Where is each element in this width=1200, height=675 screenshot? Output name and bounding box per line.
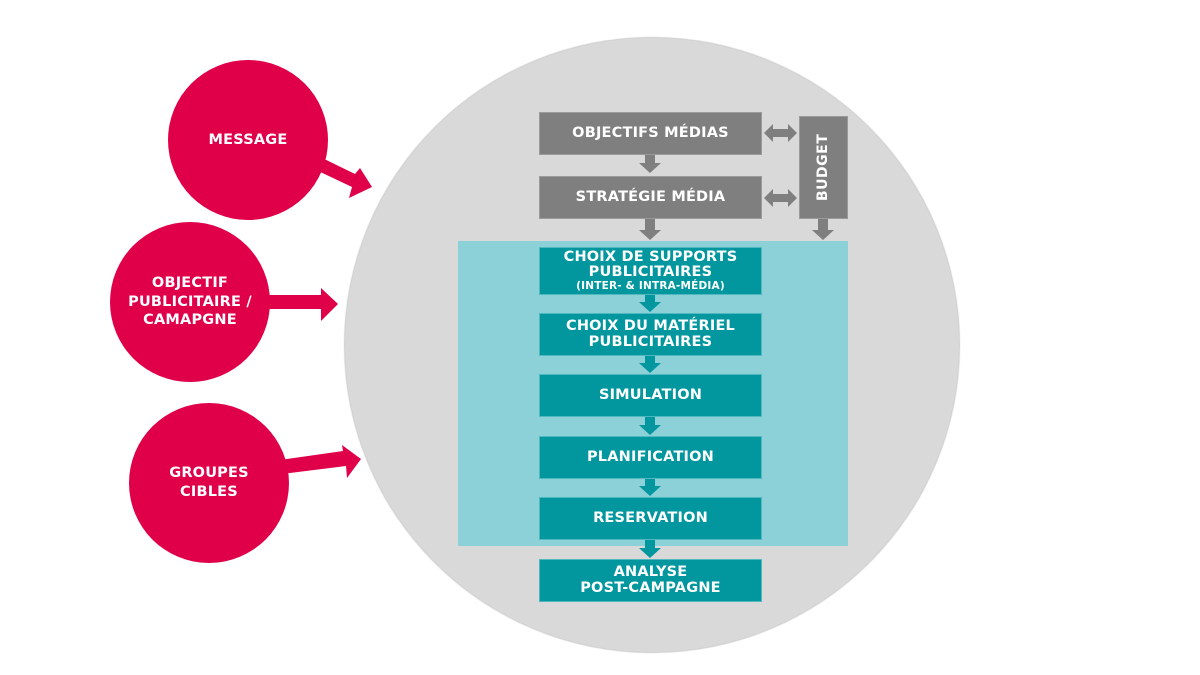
groupes-arrow-icon [280, 445, 361, 478]
step-title: SIMULATION [598, 386, 703, 403]
input-label: MESSAGE [208, 131, 288, 148]
arrow-down-icon [639, 417, 661, 435]
input-message-circle: MESSAGE [168, 60, 328, 220]
strategie-media-box: STRATÉGIE MÉDIA [539, 176, 762, 219]
message-arrow-icon [310, 155, 372, 198]
arrow-down-icon [639, 155, 661, 173]
step-reservation: RESERVATION [539, 497, 762, 540]
arrow-down-icon [639, 356, 661, 373]
objectifs-medias-box: OBJECTIFS MÉDIAS [539, 112, 762, 155]
arrow-down-icon [639, 295, 661, 312]
step-title: PLANIFICATION [586, 448, 714, 465]
arrow-down-icon [639, 540, 661, 558]
step-subtitle: (INTER- & INTRA-MÉDIA) [576, 280, 725, 293]
arrow-down-icon [639, 479, 661, 496]
arrow-down-icon [812, 219, 834, 240]
step-title: RESERVATION [593, 509, 708, 526]
double-arrow-icon [764, 189, 797, 207]
arrow-down-icon [639, 219, 661, 240]
step-planification: PLANIFICATION [539, 436, 762, 479]
objectifs-medias-label: OBJECTIFS MÉDIAS [572, 124, 729, 141]
strategie-media-label: STRATÉGIE MÉDIA [575, 188, 726, 205]
step-simulation: SIMULATION [539, 374, 762, 417]
objectif-arrow-icon [265, 288, 338, 321]
double-arrow-icon [764, 124, 797, 142]
